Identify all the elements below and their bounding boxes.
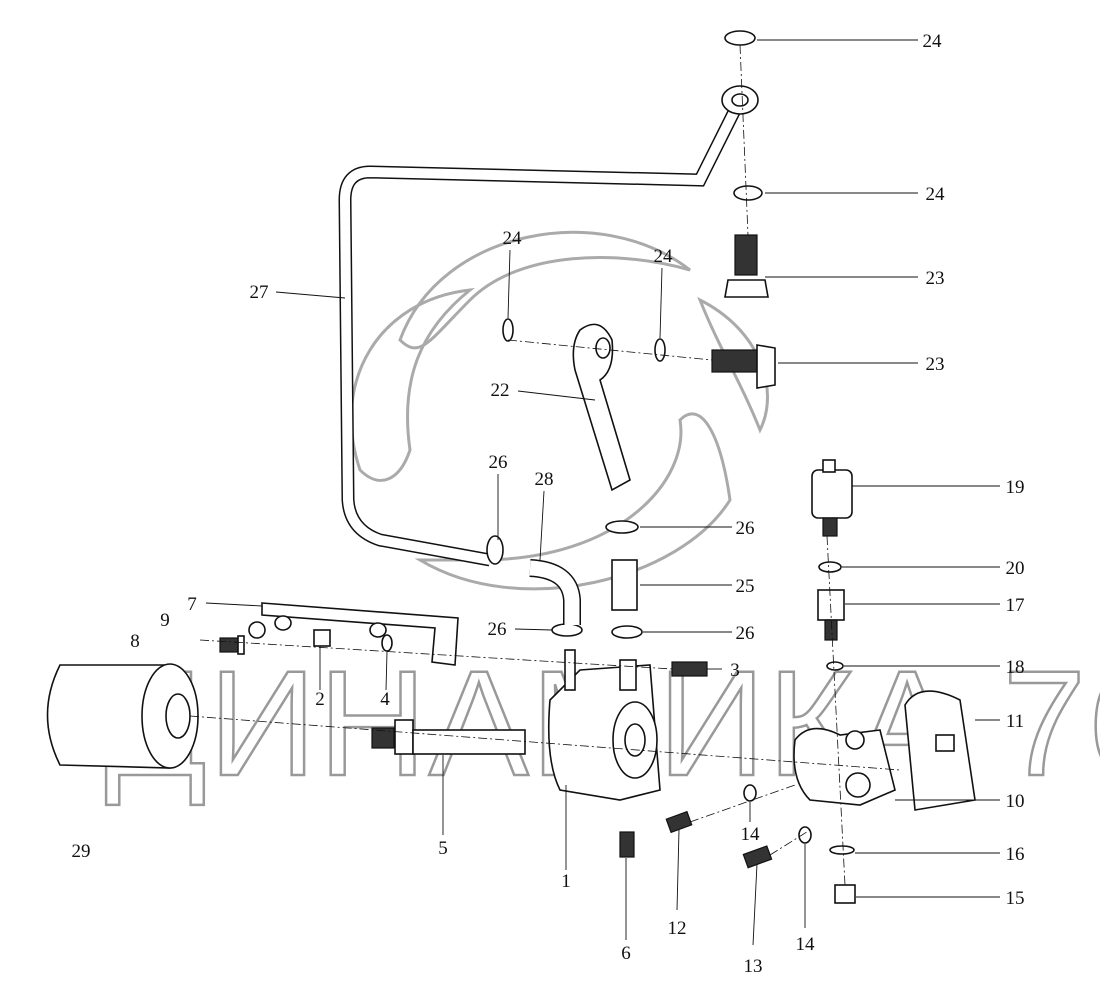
callout-label-13: 13 [744, 956, 763, 977]
leader-line-27 [275, 291, 346, 299]
fitting-6 [619, 831, 635, 858]
callout-label-7: 7 [187, 594, 197, 615]
callout-label-24: 24 [654, 246, 674, 267]
callout-label-23: 23 [926, 268, 945, 289]
callout-label-22: 22 [491, 380, 510, 401]
callout-label-25: 25 [736, 576, 755, 597]
callout-label-26: 26 [736, 623, 755, 644]
callout-label-24: 24 [503, 228, 523, 249]
callout-label-20: 20 [1006, 558, 1025, 579]
callout-label-3: 3 [730, 660, 740, 681]
threaded-nipple-5 [371, 719, 526, 755]
washer-24-mid [733, 185, 763, 201]
plug-15 [834, 884, 856, 904]
callout-label-12: 12 [668, 918, 687, 939]
leader-line-28 [539, 490, 545, 561]
bolt-3 [671, 661, 708, 677]
callout-label-14: 14 [796, 934, 816, 955]
washer-20 [818, 561, 842, 573]
oil-cooler-1 [548, 649, 661, 801]
clamp-26-pipe [486, 535, 504, 565]
bracket-7 [261, 602, 459, 666]
callout-label-29: 29 [72, 841, 91, 862]
oil-filter-29 [46, 663, 199, 769]
filter-housing-10 [793, 727, 896, 806]
banjo-bolt-23-horizontal [711, 344, 776, 389]
callout-label-19: 19 [1006, 477, 1025, 498]
nut-2 [313, 629, 331, 647]
washer-24-top [724, 30, 756, 46]
clamp-26-lower [611, 625, 643, 639]
callout-label-9: 9 [160, 610, 170, 631]
adapter-17 [817, 589, 845, 641]
clamp-26-upper [605, 520, 639, 534]
callout-label-4: 4 [380, 689, 390, 710]
pressure-sensor-19 [811, 459, 853, 537]
callout-label-18: 18 [1006, 657, 1025, 678]
clamp-26-left [551, 623, 583, 637]
callout-label-6: 6 [621, 943, 631, 964]
callout-leaders [205, 39, 1000, 946]
washer-16 [829, 845, 855, 855]
callout-label-1: 1 [561, 871, 571, 892]
washer-4 [381, 634, 393, 652]
washer-24-left [502, 318, 514, 342]
callout-label-17: 17 [1006, 595, 1025, 616]
leader-line-22 [517, 390, 596, 401]
leader-line-26 [514, 628, 553, 631]
callout-label-26: 26 [489, 452, 508, 473]
assembly-centerlines [189, 44, 901, 886]
callout-label-23: 23 [926, 354, 945, 375]
banjo-bolt-23-vertical [724, 234, 769, 298]
washer-9 [248, 621, 266, 639]
gasket-11 [904, 690, 976, 811]
callout-label-24: 24 [926, 184, 946, 205]
callout-label-27: 27 [250, 282, 269, 303]
oil-pipe-27 [338, 85, 759, 567]
callout-label-16: 16 [1006, 844, 1025, 865]
callout-label-24: 24 [923, 31, 943, 52]
callout-label-2: 2 [315, 689, 325, 710]
callout-label-26: 26 [488, 619, 507, 640]
leader-line-13 [752, 863, 758, 946]
callout-label-14: 14 [741, 824, 761, 845]
bolt-12 [665, 810, 693, 834]
washer-14-lower [798, 826, 812, 844]
callout-label-5: 5 [438, 838, 448, 859]
callout-label-11: 11 [1006, 711, 1024, 732]
hose-25 [611, 559, 638, 611]
callout-label-10: 10 [1006, 791, 1025, 812]
leader-line-12 [676, 829, 680, 911]
leader-line-4 [385, 651, 388, 691]
watermark-logo [349, 230, 769, 591]
callout-label-15: 15 [1006, 888, 1025, 909]
callout-label-8: 8 [130, 631, 140, 652]
leader-line-24 [659, 267, 663, 339]
bolt-13 [742, 845, 773, 869]
banjo-fitting-22 [572, 323, 631, 492]
washer-14-upper [743, 784, 757, 802]
leader-line-7 [205, 602, 263, 607]
callout-label-26: 26 [736, 518, 755, 539]
bolt-8 [219, 635, 245, 655]
washer-18 [826, 661, 844, 671]
washer-24-right [654, 338, 666, 362]
callout-label-28: 28 [535, 469, 554, 490]
leader-line-24 [507, 249, 511, 319]
